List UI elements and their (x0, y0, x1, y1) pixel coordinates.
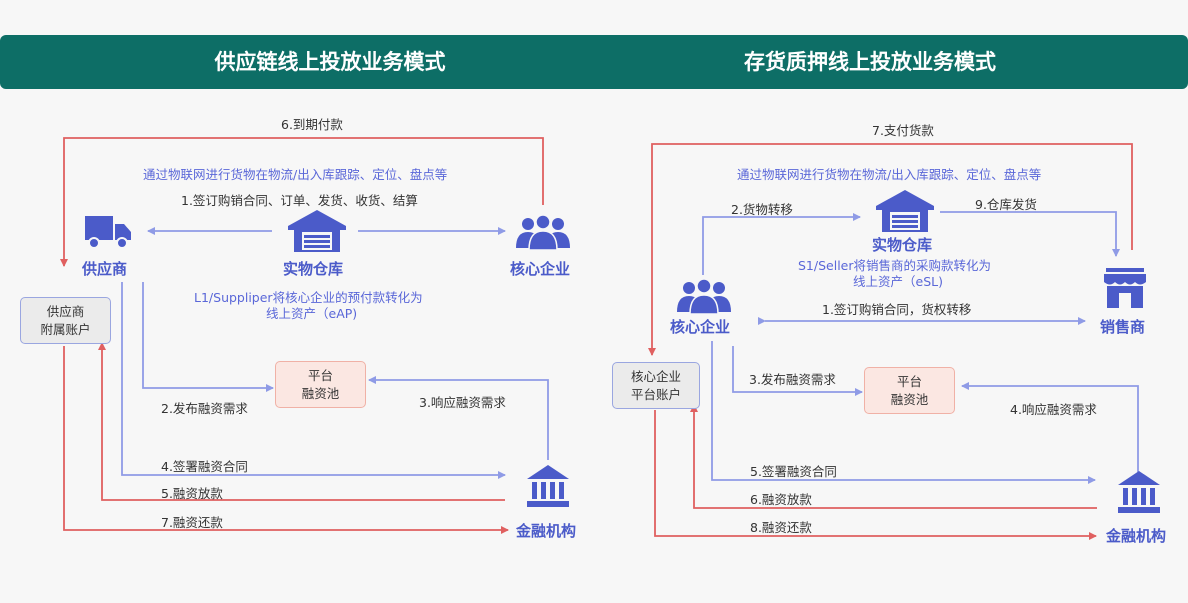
right-step6-label: 6.融资放款 (750, 492, 812, 507)
left-iot-text: 通过物联网进行货物在物流/出入库跟踪、定位、盘点等 (143, 167, 448, 182)
right-conversion-text-1: S1/Seller将销售商的采购款转化为 (798, 258, 991, 273)
right-step1-label: 1.签订购销合同，货权转移 (822, 302, 972, 317)
store-icon (1104, 268, 1146, 308)
left-account-line-1: 供应商 (46, 303, 85, 319)
right-step2-label: 2.货物转移 (731, 202, 793, 217)
right-step5-label: 5.签署融资合同 (750, 464, 837, 479)
left-line-5 (98, 342, 505, 501)
left-step6-label: 6.到期付款 (281, 117, 343, 132)
right-finance-pool-box: 平台 融资池 (864, 367, 955, 414)
left-supplier-label: 供应商 (82, 260, 128, 278)
right-pool-line-2: 融资池 (890, 391, 929, 407)
left-step7-label: 7.融资还款 (161, 515, 223, 530)
right-step8-label: 8.融资还款 (750, 520, 812, 535)
left-account-line-2: 附属账户 (40, 321, 91, 337)
left-step3-label: 3.响应融资需求 (419, 395, 506, 410)
right-line-6 (690, 404, 1097, 509)
right-step9-label: 9.仓库发货 (975, 197, 1037, 212)
right-line-8 (654, 410, 1097, 540)
right-iot-text: 通过物联网进行货物在物流/出入库跟踪、定位、盘点等 (737, 167, 1042, 182)
right-warehouse-label: 实物仓库 (872, 236, 933, 254)
left-line-2 (142, 282, 274, 392)
left-warehouse-label: 实物仓库 (283, 260, 344, 278)
right-dealer-label: 销售商 (1100, 318, 1146, 336)
right-account-line-2: 平台账户 (630, 386, 681, 402)
left-line-4 (121, 282, 506, 479)
bank-icon (1118, 471, 1160, 513)
truck-icon (85, 216, 131, 249)
people-icon (677, 278, 731, 314)
left-pool-line-1: 平台 (307, 367, 333, 383)
right-step4-label: 4.响应融资需求 (1010, 402, 1097, 417)
left-supplier-account-box: 供应商 附属账户 (20, 297, 111, 344)
header-banner (0, 35, 1188, 89)
bank-icon (527, 465, 569, 507)
left-step1-label: 1.签订购销合同、订单、发货、收货、结算 (181, 193, 418, 208)
warehouse-icon (288, 210, 346, 252)
right-line-7 (648, 143, 1133, 356)
right-core-label: 核心企业 (670, 318, 731, 336)
left-finance-label: 金融机构 (516, 522, 577, 540)
right-step7-label: 7.支付货款 (872, 123, 934, 138)
left-step4-label: 4.签署融资合同 (161, 459, 248, 474)
right-conversion-text-2: 线上资产（eSL) (853, 274, 943, 289)
right-line-2 (702, 213, 861, 275)
left-conversion-text-1: L1/Suppliper将核心企业的预付款转化为 (194, 290, 423, 305)
right-line-9 (940, 211, 1120, 257)
people-icon (516, 214, 570, 250)
left-title: 供应链线上投放业务模式 (214, 50, 446, 74)
left-line-3 (368, 376, 549, 460)
left-line-6 (60, 137, 544, 267)
right-pool-line-1: 平台 (896, 373, 922, 389)
warehouse-icon (876, 190, 934, 232)
right-line-4 (961, 382, 1139, 472)
left-conversion-text-2: 线上资产（eAP) (266, 306, 358, 321)
left-line-7 (63, 346, 509, 534)
right-line-3 (732, 346, 863, 396)
right-title: 存货质押线上投放业务模式 (744, 50, 996, 74)
right-finance-label: 金融机构 (1106, 527, 1167, 545)
left-step5-label: 5.融资放款 (161, 486, 223, 501)
right-core-account-box: 核心企业 平台账户 (612, 362, 700, 409)
left-finance-pool-box: 平台 融资池 (275, 361, 366, 408)
left-core-label: 核心企业 (510, 260, 571, 278)
right-account-line-1: 核心企业 (630, 368, 681, 384)
left-pool-line-2: 融资池 (301, 385, 340, 401)
right-step3-label: 3.发布融资需求 (749, 372, 836, 387)
right-line-5 (711, 341, 1096, 484)
left-step2-label: 2.发布融资需求 (161, 401, 248, 416)
